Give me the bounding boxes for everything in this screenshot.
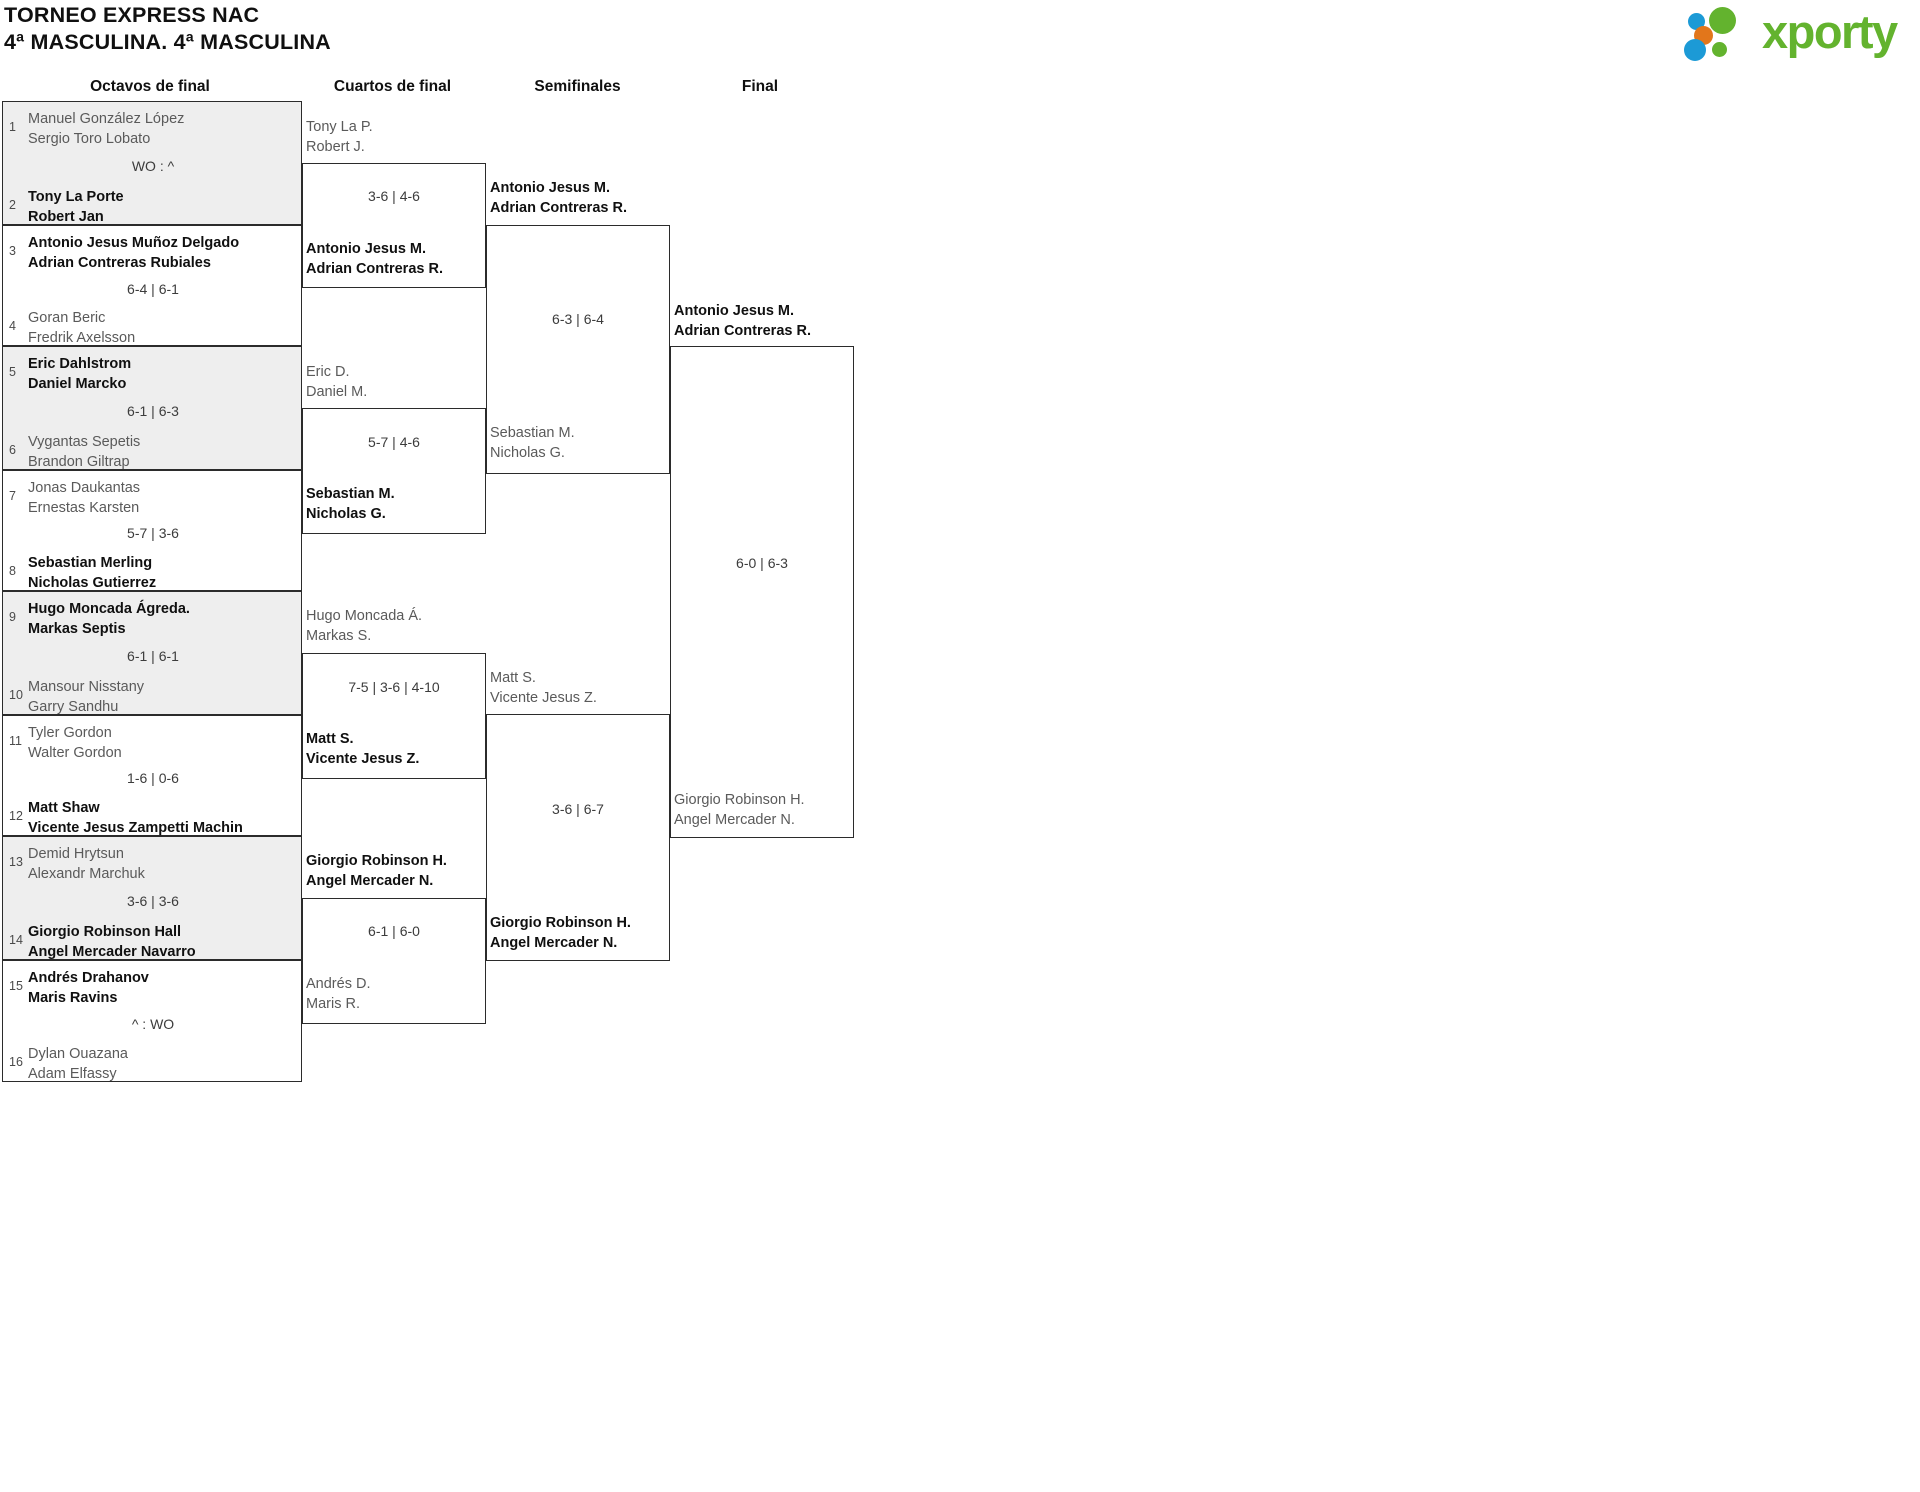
- round-header-octavos: Octavos de final: [90, 78, 210, 95]
- r2-m2-score: 5-7 | 4-6: [368, 434, 420, 450]
- title-line-1: TORNEO EXPRESS NAC: [4, 3, 260, 27]
- r1-match-5[interactable]: 9 Hugo Moncada Ágreda. Markas Septis 6-1…: [2, 591, 302, 715]
- r2-m3-top-team: Hugo Moncada Á. Markas S.: [306, 608, 423, 644]
- r2-match-2-connector[interactable]: [302, 408, 486, 534]
- r1-m4-score: 5-7 | 3-6: [127, 525, 179, 541]
- seed-number: 14: [9, 933, 23, 947]
- r4-final-connector[interactable]: [670, 346, 854, 838]
- r1-m2-top-team: Antonio Jesus Muñoz Delgado Adrian Contr…: [28, 235, 240, 271]
- r2-m4-score: 6-1 | 6-0: [368, 923, 420, 939]
- r1-match-4[interactable]: 7 Jonas Daukantas Ernestas Karsten 5-7 |…: [2, 470, 302, 591]
- page-header: TORNEO EXPRESS NAC 4ª MASCULINA. 4ª MASC…: [0, 0, 1920, 70]
- r1-m2-score: 6-4 | 6-1: [127, 281, 179, 297]
- seed-number: 12: [9, 809, 23, 823]
- seed-number: 4: [9, 319, 16, 333]
- r1-m8-bottom-team: Dylan Ouazana Adam Elfassy: [28, 1046, 128, 1082]
- r3-m2-score: 3-6 | 6-7: [552, 801, 604, 817]
- r4-final-score: 6-0 | 6-3: [736, 555, 788, 571]
- seed-number: 13: [9, 855, 23, 869]
- seed-number: 1: [9, 120, 16, 134]
- r3-m1-bottom-team: Sebastian M. Nicholas G.: [490, 425, 575, 461]
- r1-m5-bottom-team: Mansour Nisstany Garry Sandhu: [28, 679, 145, 715]
- r4-final-bottom-team: Giorgio Robinson H. Angel Mercader N.: [674, 792, 805, 828]
- r2-match-3-connector[interactable]: [302, 653, 486, 779]
- seed-number: 8: [9, 564, 16, 578]
- seed-number: 2: [9, 198, 16, 212]
- r2-m1-bottom-team: Antonio Jesus M. Adrian Contreras R.: [306, 241, 443, 277]
- r3-match-2-connector[interactable]: [486, 714, 670, 961]
- r1-m7-top-team: Demid Hrytsun Alexandr Marchuk: [28, 846, 145, 882]
- tournament-title: TORNEO EXPRESS NAC 4ª MASCULINA. 4ª MASC…: [4, 2, 331, 56]
- round-header-semifinales: Semifinales: [534, 78, 621, 95]
- seed-number: 7: [9, 489, 16, 503]
- logo-dots-icon: [1684, 7, 1764, 61]
- r1-m5-score: 6-1 | 6-1: [127, 648, 179, 664]
- r1-m1-score: WO : ^: [131, 158, 175, 174]
- round-header-cuartos: Cuartos de final: [333, 78, 452, 95]
- r1-m1-top-team: Manuel González López Sergio Toro Lobato: [28, 111, 185, 147]
- r1-m4-top-team: Jonas Daukantas Ernestas Karsten: [28, 480, 141, 516]
- r1-match-2[interactable]: 3 Antonio Jesus Muñoz Delgado Adrian Con…: [2, 225, 302, 346]
- r2-match-1-connector[interactable]: [302, 163, 486, 288]
- r2-m3-score: 7-5 | 3-6 | 4-10: [348, 679, 440, 695]
- r2-m1-top-team: Tony La P. Robert J.: [306, 119, 373, 155]
- logo-wordmark: xporty: [1762, 5, 1898, 58]
- r2-m1-score: 3-6 | 4-6: [368, 188, 420, 204]
- seed-number: 10: [9, 688, 23, 702]
- seed-number: 5: [9, 365, 16, 379]
- seed-number: 6: [9, 443, 16, 457]
- r1-m3-bottom-team: Vygantas Sepetis Brandon Giltrap: [28, 434, 141, 470]
- r1-match-1[interactable]: 1 Manuel González López Sergio Toro Loba…: [2, 101, 302, 225]
- r2-m4-top-team: Giorgio Robinson H. Angel Mercader N.: [306, 853, 447, 889]
- r1-m7-bottom-team: Giorgio Robinson Hall Angel Mercader Nav…: [28, 924, 196, 960]
- r1-match-6[interactable]: 11 Tyler Gordon Walter Gordon 1-6 | 0-6 …: [2, 715, 302, 836]
- seed-number: 11: [9, 734, 22, 748]
- r1-m8-top-team: Andrés Drahanov Maris Ravins: [28, 970, 149, 1006]
- r1-m6-score: 1-6 | 0-6: [127, 770, 179, 786]
- r2-match-4-connector[interactable]: [302, 898, 486, 1024]
- r1-m4-bottom-team: Sebastian Merling Nicholas Gutierrez: [28, 555, 157, 591]
- r1-m3-top-team: Eric Dahlstrom Daniel Marcko: [28, 356, 132, 392]
- r1-m5-top-team: Hugo Moncada Ágreda. Markas Septis: [28, 601, 190, 637]
- r4-final-top-team: Antonio Jesus M. Adrian Contreras R.: [674, 303, 811, 339]
- r1-match-7[interactable]: 13 Demid Hrytsun Alexandr Marchuk 3-6 | …: [2, 836, 302, 960]
- r1-m7-score: 3-6 | 3-6: [127, 893, 179, 909]
- r1-m1-bottom-team: Tony La Porte Robert Jan: [28, 189, 124, 225]
- seed-number: 15: [9, 979, 23, 993]
- r1-m6-bottom-team: Matt Shaw Vicente Jesus Zampetti Machin: [28, 800, 243, 836]
- r1-m2-bottom-team: Goran Beric Fredrik Axelsson: [28, 310, 136, 346]
- r1-match-3[interactable]: 5 Eric Dahlstrom Daniel Marcko 6-1 | 6-3…: [2, 346, 302, 470]
- r2-m2-bottom-team: Sebastian M. Nicholas G.: [306, 486, 395, 522]
- title-line-2: 4ª MASCULINA. 4ª MASCULINA: [4, 30, 331, 54]
- r3-m2-bottom-team: Giorgio Robinson H. Angel Mercader N.: [490, 915, 631, 951]
- r3-match-1-connector[interactable]: [486, 225, 670, 474]
- r2-m4-bottom-team: Andrés D. Maris R.: [306, 976, 371, 1012]
- r1-m8-score: ^ : WO: [131, 1016, 175, 1032]
- seed-number: 3: [9, 244, 16, 258]
- r2-m2-top-team: Eric D. Daniel M.: [306, 364, 368, 400]
- r3-m1-score: 6-3 | 6-4: [552, 311, 604, 327]
- r3-m1-top-team: Antonio Jesus M. Adrian Contreras R.: [490, 180, 627, 216]
- r1-m6-top-team: Tyler Gordon Walter Gordon: [28, 725, 122, 761]
- seed-number: 9: [9, 610, 16, 624]
- xporty-logo[interactable]: xporty: [1684, 5, 1912, 61]
- r3-m2-top-team: Matt S. Vicente Jesus Z.: [490, 670, 597, 706]
- r1-match-8[interactable]: 15 Andrés Drahanov Maris Ravins ^ : WO 1…: [2, 960, 302, 1082]
- r2-m3-bottom-team: Matt S. Vicente Jesus Z.: [306, 731, 420, 767]
- r1-m3-score: 6-1 | 6-3: [127, 403, 179, 419]
- round-header-final: Final: [741, 78, 779, 95]
- seed-number: 16: [9, 1055, 23, 1069]
